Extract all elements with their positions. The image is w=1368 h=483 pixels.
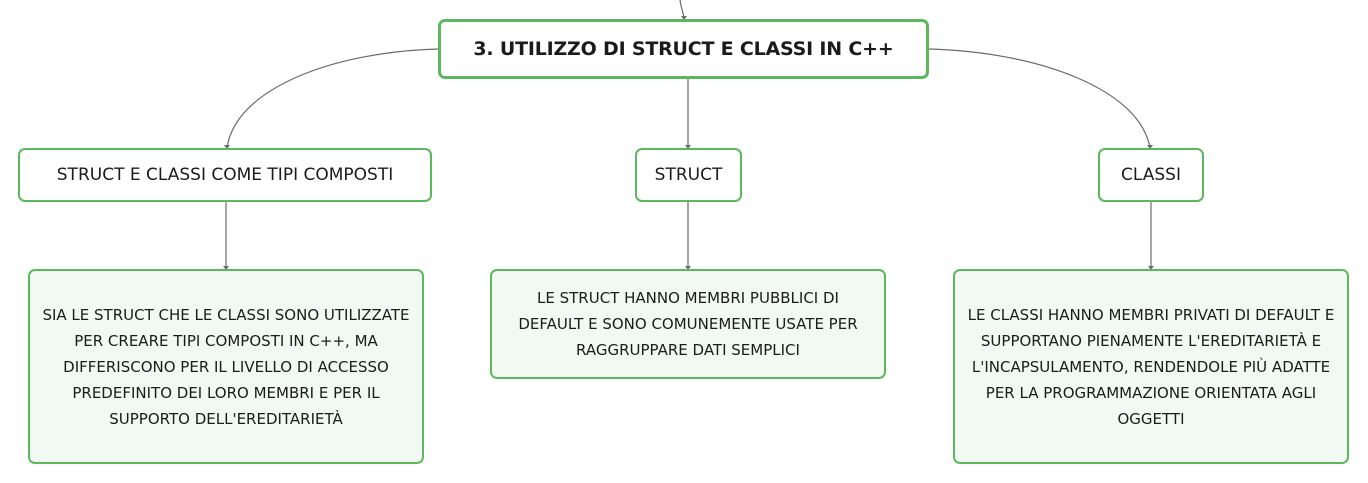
- branch-node-struct[interactable]: STRUCT: [635, 148, 742, 202]
- detail-text: LE CLASSI HANNO MEMBRI PRIVATI DI DEFAUL…: [967, 305, 1335, 428]
- connector-parent-to-root: [679, 0, 685, 20]
- detail-node-classi[interactable]: LE CLASSI HANNO MEMBRI PRIVATI DI DEFAUL…: [953, 269, 1349, 464]
- branch-node-classi[interactable]: CLASSI: [1098, 148, 1204, 202]
- detail-node-struct[interactable]: LE STRUCT HANNO MEMBRI PUBBLICI DI DEFAU…: [490, 269, 886, 379]
- root-topic-label: 3. UTILIZZO DI STRUCT E CLASSI IN C++: [473, 38, 894, 60]
- branch-label: STRUCT E CLASSI COME TIPI COMPOSTI: [56, 165, 394, 185]
- branch-label: STRUCT: [654, 165, 723, 185]
- detail-node-composite-types[interactable]: SIA LE STRUCT CHE LE CLASSI SONO UTILIZZ…: [28, 269, 424, 464]
- detail-text: SIA LE STRUCT CHE LE CLASSI SONO UTILIZZ…: [42, 305, 410, 428]
- connector-root-to-branch-3: [928, 48, 1151, 149]
- branch-label: CLASSI: [1121, 165, 1181, 185]
- branch-node-composite-types[interactable]: STRUCT E CLASSI COME TIPI COMPOSTI: [18, 148, 432, 202]
- connector-root-to-branch-1: [226, 48, 439, 149]
- detail-text: LE STRUCT HANNO MEMBRI PUBBLICI DI DEFAU…: [518, 289, 858, 359]
- root-topic-node[interactable]: 3. UTILIZZO DI STRUCT E CLASSI IN C++: [438, 19, 929, 79]
